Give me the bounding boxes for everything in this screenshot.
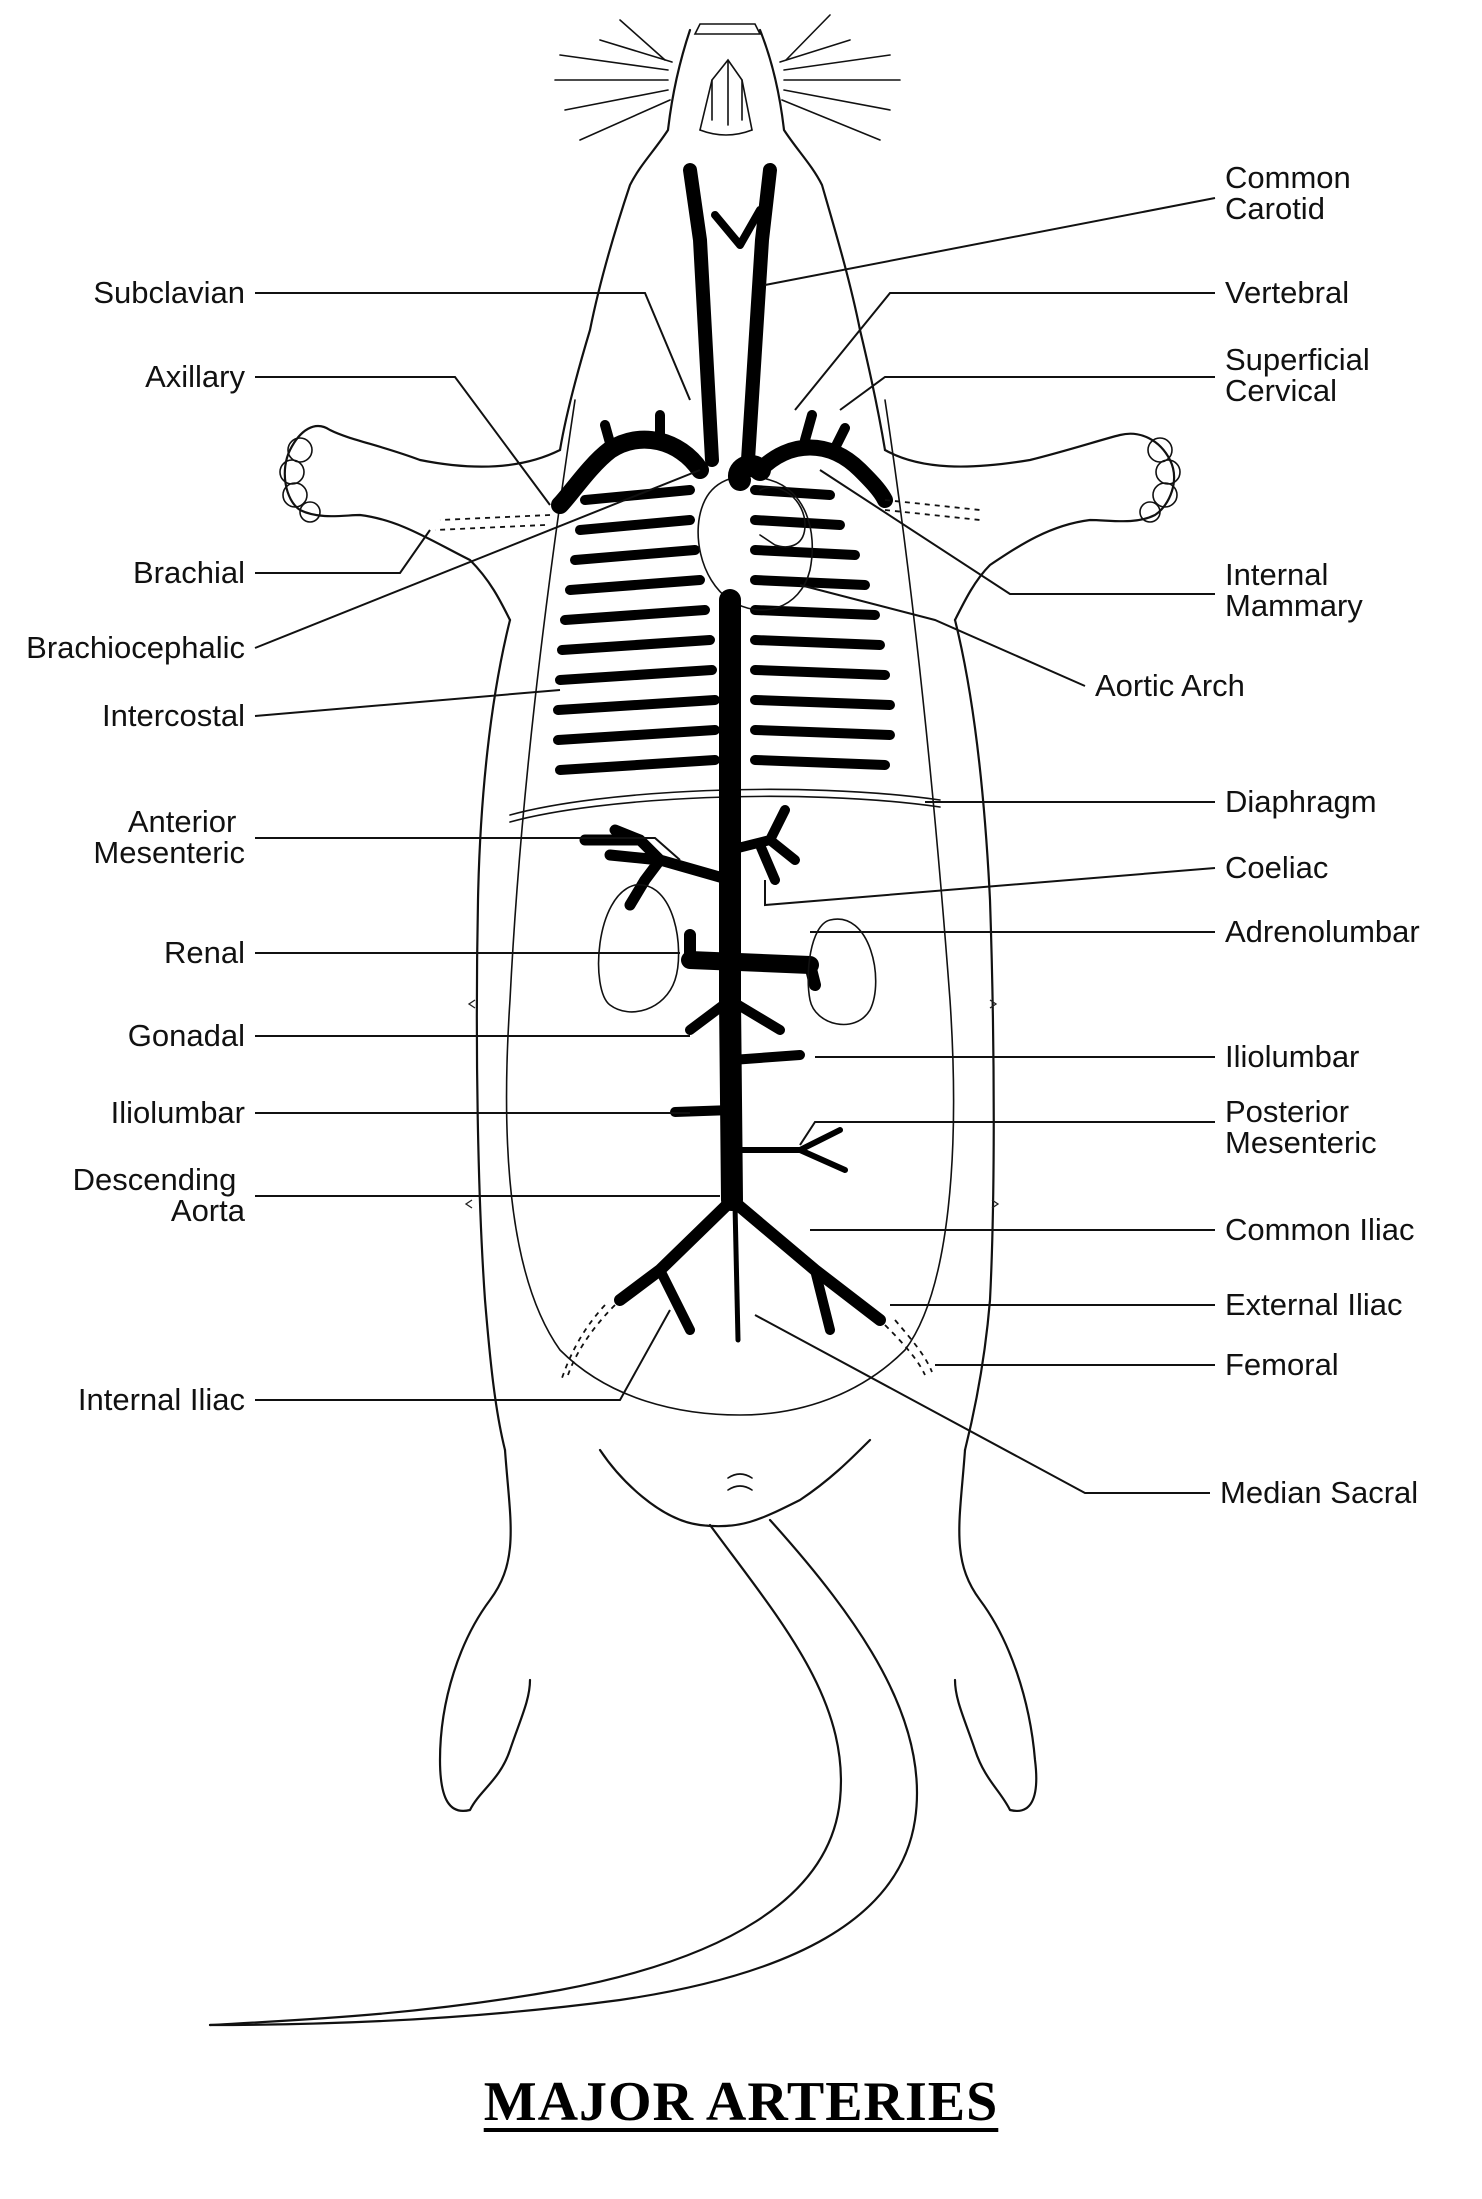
heart <box>697 475 814 611</box>
page-title: MAJOR ARTERIES <box>0 2070 1482 2134</box>
label-external-iliac: External Iliac <box>1225 1287 1402 1322</box>
label-renal: Renal <box>164 935 245 970</box>
label-median-sacral: Median Sacral <box>1220 1475 1418 1510</box>
label-subclavian: Subclavian <box>93 275 245 310</box>
ribs <box>553 485 895 775</box>
label-brachiocephalic: Brachiocephalic <box>26 630 245 665</box>
label-common-iliac: Common Iliac <box>1225 1212 1415 1247</box>
label-posterior-mesenteric: Posterior Mesenteric <box>1225 1094 1377 1160</box>
diaphragm-line <box>509 788 941 823</box>
label-superficial-cervical: Superficial Cervical <box>1225 342 1378 408</box>
label-vertebral: Vertebral <box>1225 275 1349 310</box>
label-anterior-mesenteric: Anterior Mesenteric <box>93 804 245 870</box>
label-adrenolumbar: Adrenolumbar <box>1225 914 1420 949</box>
kidneys <box>597 884 877 1026</box>
label-iliolumbar-left: Iliolumbar <box>111 1095 245 1130</box>
labels-left: Subclavian Axillary Brachial Brachioceph… <box>26 275 246 1417</box>
label-brachial: Brachial <box>133 555 245 590</box>
label-iliolumbar-right: Iliolumbar <box>1225 1039 1359 1074</box>
label-coeliac: Coeliac <box>1225 850 1328 885</box>
label-descending-aorta: Descending Aorta <box>73 1162 246 1228</box>
label-aortic-arch: Aortic Arch <box>1095 668 1245 703</box>
label-internal-mammary: Internal Mammary <box>1225 557 1363 623</box>
label-internal-iliac: Internal Iliac <box>78 1382 245 1417</box>
leader-lines <box>254 197 1216 1494</box>
label-common-carotid: Common Carotid <box>1225 160 1359 226</box>
label-diaphragm: Diaphragm <box>1225 784 1377 819</box>
page-title-text: MAJOR ARTERIES <box>483 2071 999 2133</box>
label-gonadal: Gonadal <box>128 1018 245 1053</box>
artery-tree <box>434 163 981 1379</box>
label-femoral: Femoral <box>1225 1347 1339 1382</box>
label-intercostal: Intercostal <box>102 698 245 733</box>
rat-body-outline <box>208 14 1181 2027</box>
labels-right: Common Carotid Vertebral Superficial Cer… <box>1095 160 1420 1510</box>
label-axillary: Axillary <box>145 359 245 394</box>
